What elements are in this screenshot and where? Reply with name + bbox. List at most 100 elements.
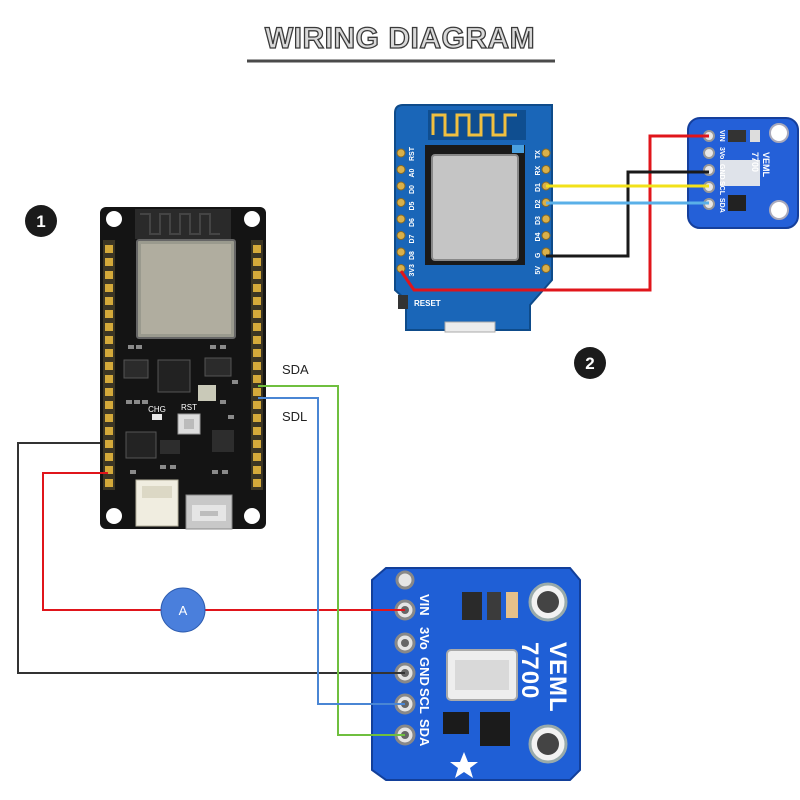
veml-large-name-top: VEML: [544, 642, 571, 713]
veml-small-name-top: VEML: [761, 152, 771, 178]
smd-component: [228, 415, 234, 419]
header-pin: [105, 245, 113, 253]
header-pin: [253, 349, 261, 357]
ammeter: A: [160, 587, 206, 633]
d1-pin-label: D6: [409, 218, 416, 227]
d1-pad: [396, 247, 406, 257]
smd-component: [134, 400, 140, 404]
esp32-left-header: [105, 245, 113, 487]
header-pin: [253, 362, 261, 370]
header-pin: [105, 414, 113, 422]
page-title: WIRING DIAGRAM: [265, 22, 535, 55]
badge-two: 2: [574, 347, 606, 379]
smd-component: [212, 470, 218, 474]
d1-pin-label: A0: [409, 168, 416, 177]
header-pin: [253, 466, 261, 474]
header-pin: [105, 310, 113, 318]
badge-two-number: 2: [585, 354, 594, 373]
header-pin: [253, 258, 261, 266]
header-pin: [105, 323, 113, 331]
esp32-board: CHG RST: [100, 207, 266, 530]
ammeter-label: A: [179, 603, 188, 618]
header-pin: [105, 336, 113, 344]
veml-large-pin-label: SCL: [417, 688, 432, 714]
d1-pad: [396, 214, 406, 224]
sda-wire-label: SDA: [282, 362, 309, 377]
smd-component: [130, 470, 136, 474]
sdl-wire-label: SDL: [282, 409, 307, 424]
veml-small-pin-label: VIN: [718, 130, 725, 142]
header-pin: [105, 427, 113, 435]
chg-label: CHG: [148, 405, 166, 414]
d1-pin-label: G: [535, 252, 542, 258]
d1-pin-label: D8: [409, 251, 416, 260]
header-pin: [253, 401, 261, 409]
d1-pad: [541, 165, 551, 174]
smd-component: [222, 470, 228, 474]
d1-pin-label: RST: [409, 146, 416, 161]
header-pin: [105, 362, 113, 370]
smd-component: [220, 345, 226, 349]
veml-small-pad: [703, 147, 715, 159]
d1-pin-label: D7: [409, 234, 416, 243]
reset-label: RESET: [414, 299, 441, 308]
wires-board1: SDA SDL: [17, 362, 405, 736]
d1-pad: [396, 181, 406, 191]
header-pin: [105, 466, 113, 474]
veml-large-pin-label: GND: [417, 657, 432, 686]
d1-pin-label: 5V: [535, 266, 542, 275]
header-pin: [105, 401, 113, 409]
d1-pad: [396, 165, 406, 174]
header-pin: [253, 271, 261, 279]
d1-pad: [396, 198, 406, 207]
smd-component: [170, 465, 176, 469]
d1-pin-label: D3: [535, 216, 542, 225]
veml-large-pin-label: 3Vo: [417, 627, 432, 650]
header-pin: [253, 375, 261, 383]
badge-one-number: 1: [36, 212, 45, 231]
rst-label: RST: [181, 403, 197, 412]
veml-large-name-bottom: 7700: [516, 642, 543, 699]
wires-board2: [399, 134, 709, 292]
header-pin: [105, 349, 113, 357]
power-wire: [42, 472, 405, 611]
veml-small-pin-label: SCL: [718, 181, 725, 196]
header-pin: [105, 258, 113, 266]
d1-pad: [541, 148, 551, 158]
title-group: WIRING DIAGRAM: [247, 21, 555, 63]
veml-small-pin-label: 3Vo: [718, 147, 725, 159]
scl-wire: [258, 397, 405, 705]
esp32-smd-components: [126, 345, 238, 474]
veml-small-pin-label: GND: [718, 164, 725, 180]
header-pin: [105, 440, 113, 448]
header-pin: [253, 336, 261, 344]
header-pin: [105, 271, 113, 279]
d1-pin-label: D2: [535, 199, 542, 208]
smd-component: [128, 345, 134, 349]
d1-pad: [396, 148, 406, 158]
smd-component: [232, 380, 238, 384]
d1-pad: [541, 231, 551, 240]
header-pin: [253, 284, 261, 292]
d1-pin-label: D5: [409, 201, 416, 210]
smd-component: [136, 345, 142, 349]
smd-component: [142, 400, 148, 404]
header-pin: [253, 323, 261, 331]
header-pin: [253, 388, 261, 396]
header-pin: [253, 427, 261, 435]
header-pin: [105, 479, 113, 487]
header-pin: [105, 297, 113, 305]
esp32-right-header: [253, 245, 261, 487]
d1-pad: [541, 214, 551, 224]
sda-wire: [258, 385, 405, 736]
d1-pin-label: 3V3: [409, 264, 416, 277]
header-pin: [253, 414, 261, 422]
header-pin: [253, 453, 261, 461]
d1-pad: [396, 231, 406, 240]
